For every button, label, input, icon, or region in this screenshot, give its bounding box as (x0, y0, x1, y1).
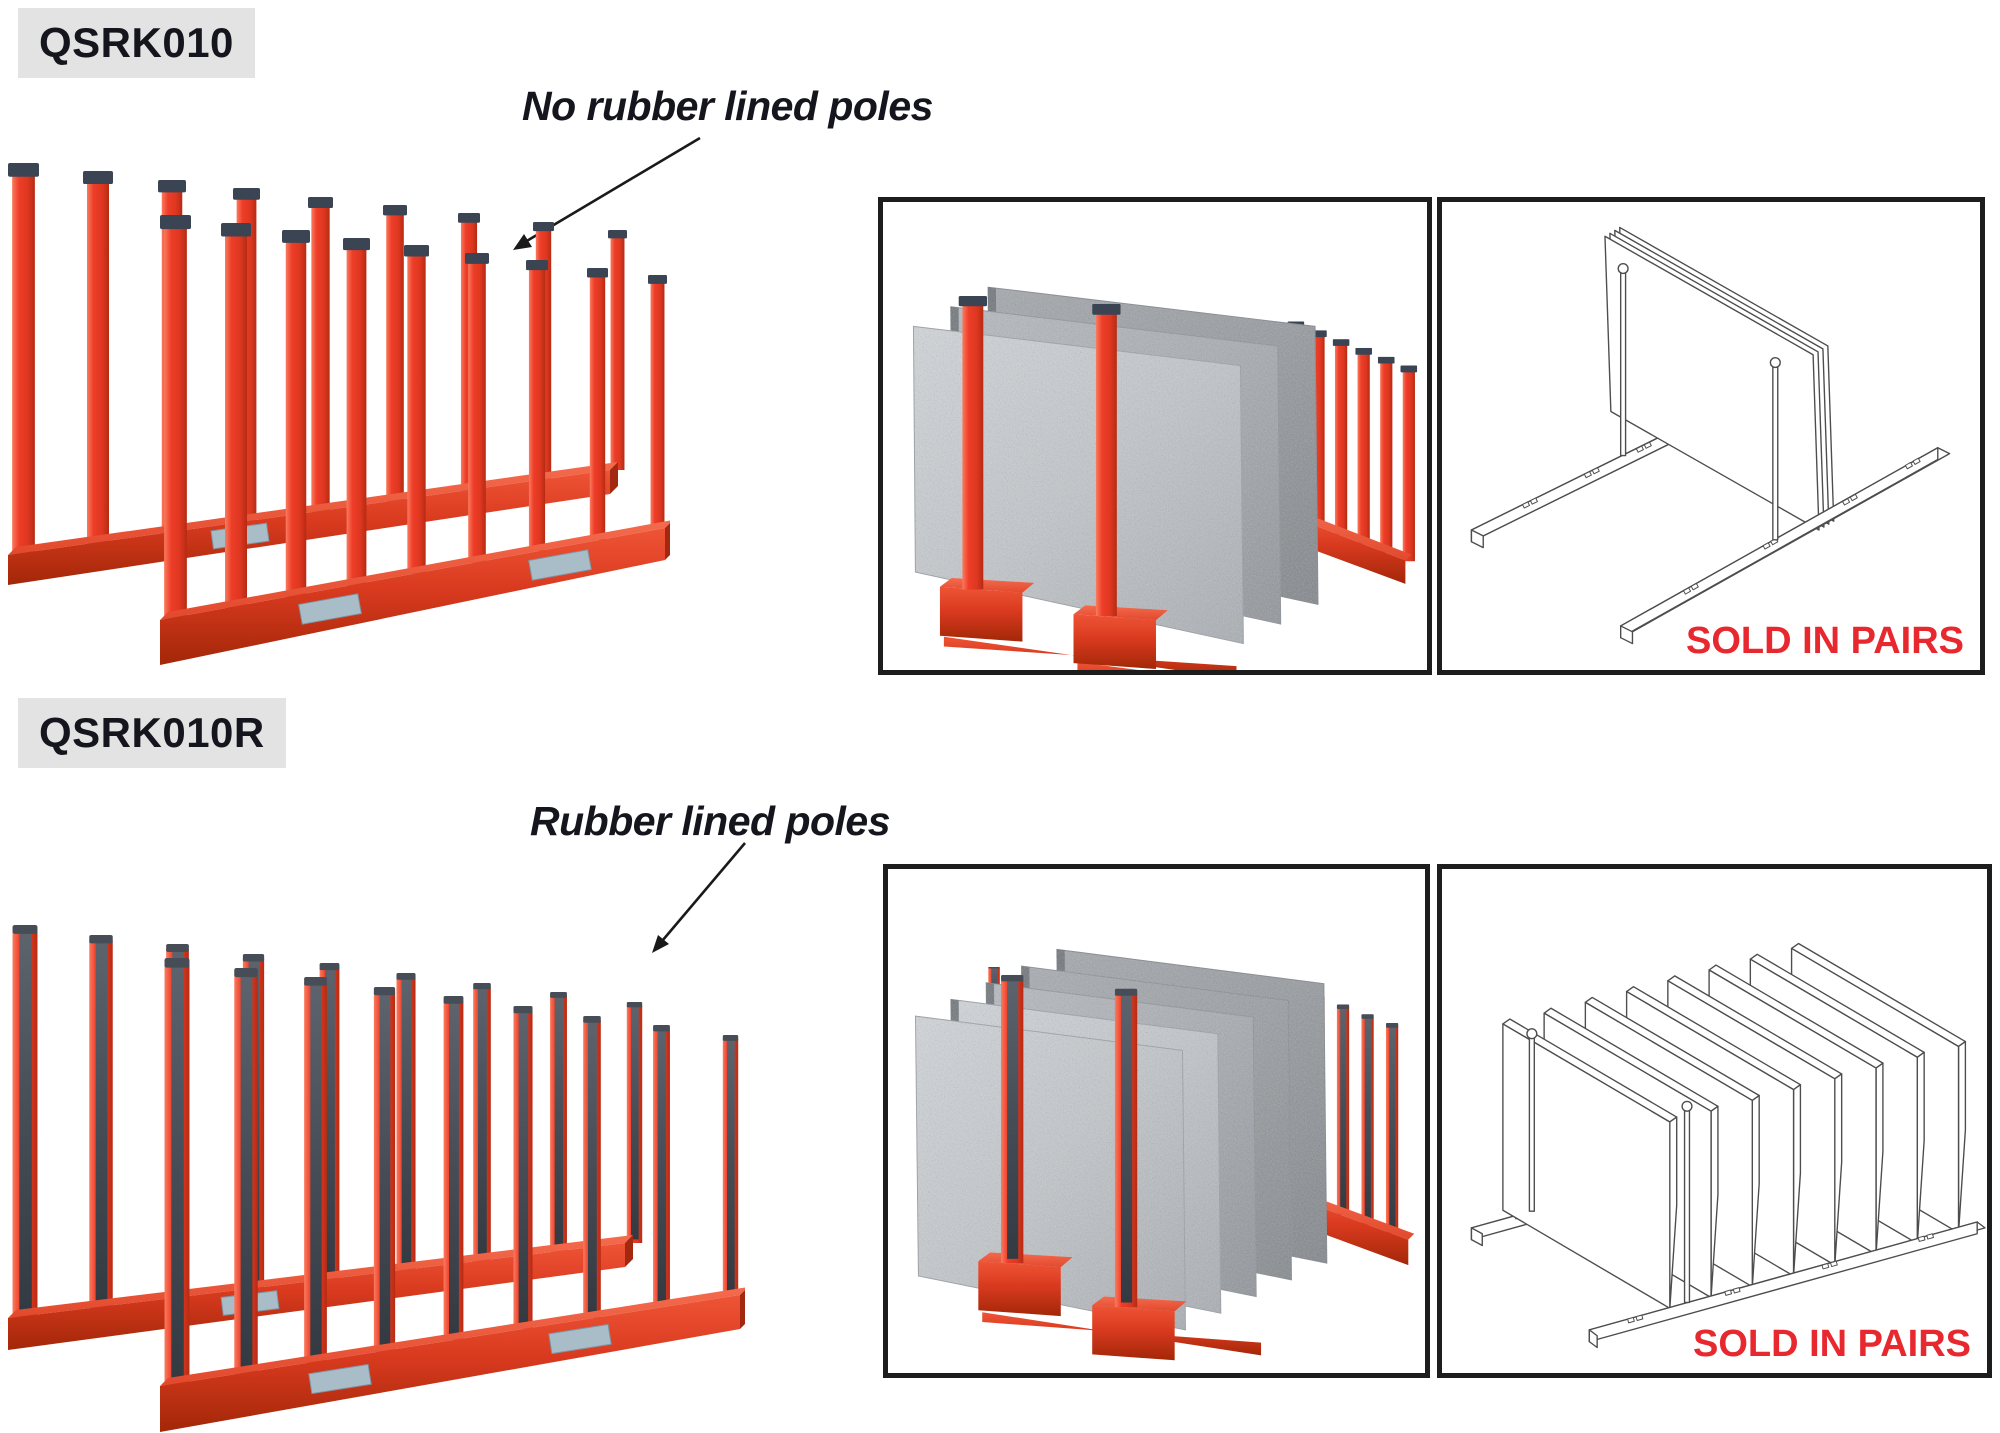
rack-line-drawing (1470, 942, 1986, 1349)
base-rail-near (160, 958, 745, 1432)
line-drawing-frame: SOLD IN PAIRS (1437, 864, 1992, 1378)
sold-in-pairs-label: SOLD IN PAIRS (1693, 1323, 1971, 1365)
base-rail-near (160, 215, 670, 665)
rack-photo-qsrk010 (8, 163, 670, 665)
line-drawing-frame: SOLD IN PAIRS (1437, 197, 1985, 675)
stone-slabs (912, 286, 1319, 645)
rack-photo-qsrk010r (8, 925, 745, 1432)
pole-type-annotation: Rubber lined poles (530, 798, 891, 844)
product-code-badge: QSRK010R (18, 698, 286, 768)
sold-in-pairs-label: SOLD IN PAIRS (1686, 620, 1964, 662)
product-code-badge: QSRK010 (18, 8, 255, 78)
rack-line-drawing (1470, 226, 1951, 645)
loaded-rack-photo-frame (883, 864, 1430, 1378)
pole-type-annotation: No rubber lined poles (522, 83, 933, 129)
loaded-rack-photo (914, 948, 1415, 1361)
loaded-rack-photo-frame (878, 197, 1432, 675)
loaded-rack-photo (912, 286, 1418, 670)
annotation-arrow (652, 842, 746, 953)
